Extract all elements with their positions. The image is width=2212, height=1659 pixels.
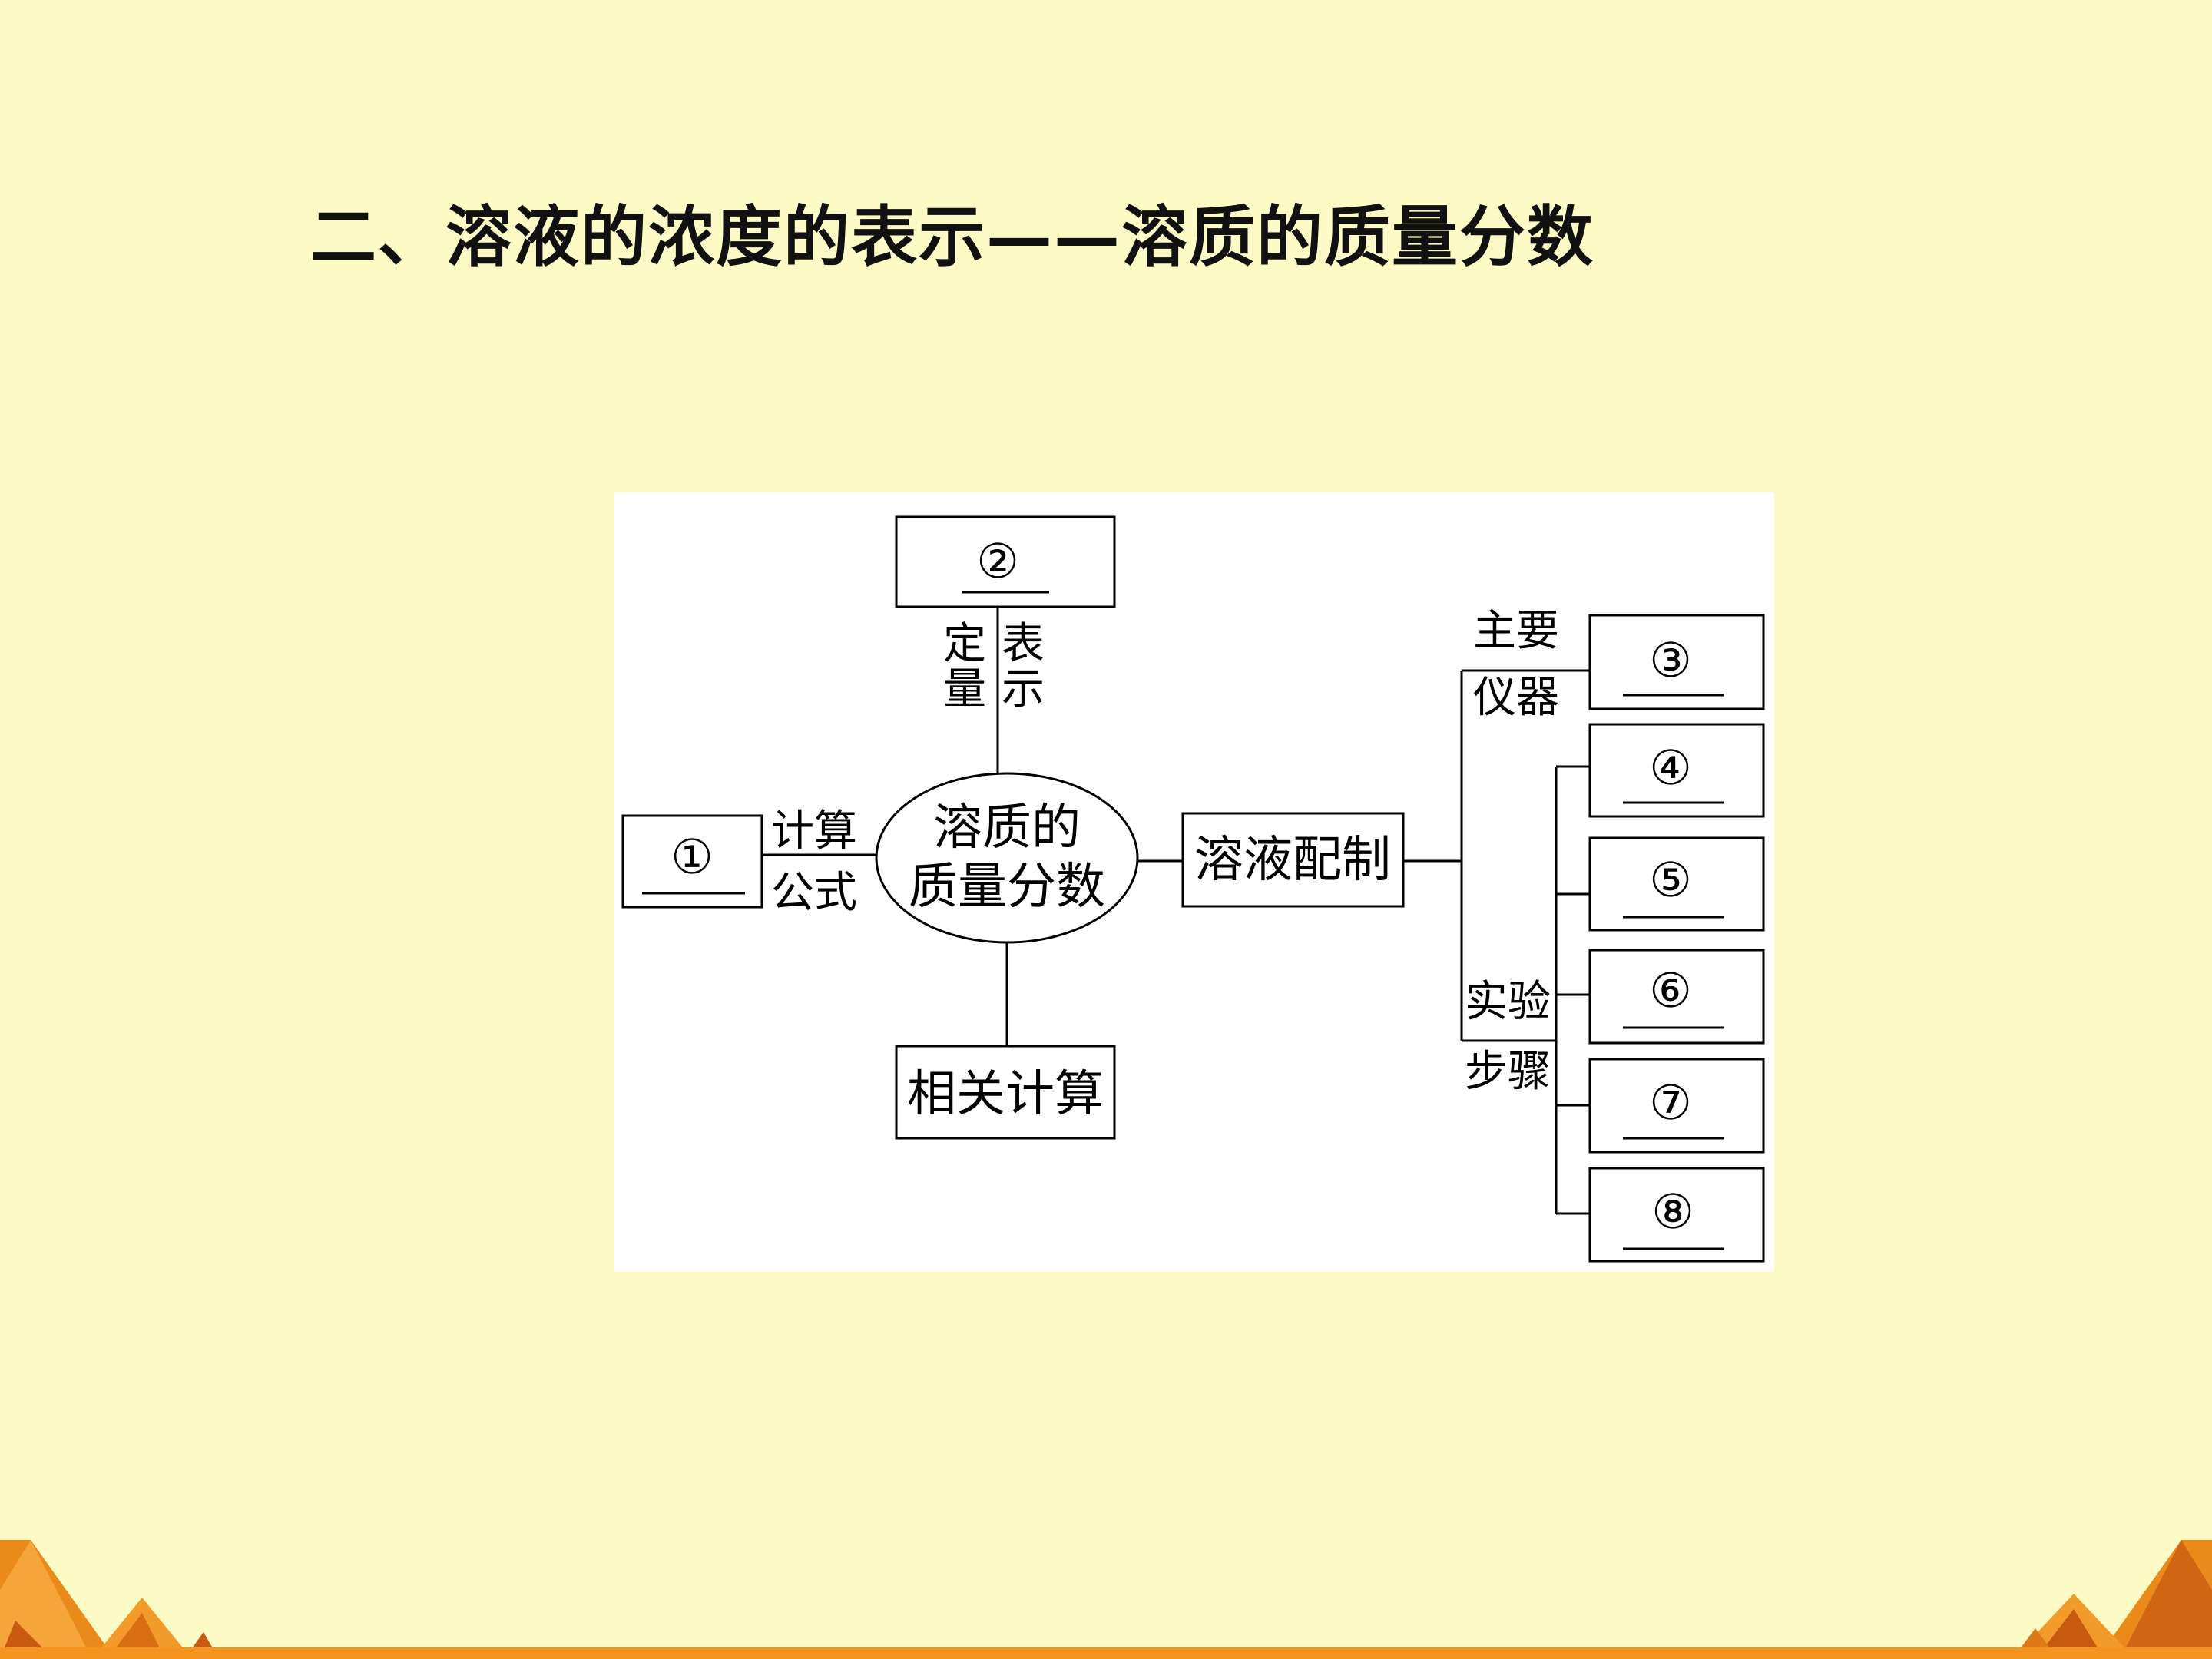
- center-node: [875, 772, 1139, 944]
- prep-box-label: 溶液配制: [1194, 832, 1391, 889]
- bottom-bar: [0, 1647, 2212, 1659]
- blank-box-5: [1588, 836, 1765, 932]
- instruments-label-2: 仪器: [1473, 673, 1559, 723]
- concept-map-panel: ② 定 量 表 示 ① 计算 公式 溶质的 质量分数 溶液配制 相关计算 主要 …: [614, 492, 1774, 1271]
- blank-2-number: ②: [976, 533, 1019, 589]
- instruments-label-1: 主要: [1473, 606, 1559, 656]
- edge-label-show-2: 示: [1002, 664, 1045, 714]
- blank-3-number: ③: [1649, 632, 1692, 688]
- steps-label-2: 步骤: [1465, 1047, 1551, 1097]
- blank-box-1: [621, 814, 763, 909]
- edge-label-quant-2: 量: [943, 664, 986, 714]
- blank-box-3: [1588, 614, 1765, 710]
- blank-1-number: ①: [671, 829, 714, 885]
- blank-box-4: [1588, 723, 1765, 818]
- slide-title: 二、溶液的浓度的表示——溶质的质量分数: [310, 198, 1594, 276]
- blank-6-number: ⑥: [1649, 962, 1692, 1018]
- corner-triangle-right-4: [2035, 1609, 2104, 1659]
- corner-triangle-right-2: [2120, 1540, 2212, 1659]
- blank-7-number: ⑦: [1649, 1075, 1692, 1131]
- concept-map: ② 定 量 表 示 ① 计算 公式 溶质的 质量分数 溶液配制 相关计算 主要 …: [621, 515, 1765, 1263]
- edge-label-formula-2: 公式: [771, 868, 857, 918]
- center-node-line-1: 溶质的: [933, 800, 1081, 856]
- blank-box-8: [1588, 1167, 1765, 1263]
- steps-label-1: 实验: [1465, 977, 1551, 1027]
- edge-label-show-1: 表: [1002, 619, 1045, 669]
- center-node-line-2: 质量分数: [909, 859, 1105, 916]
- edge-label-quant-1: 定: [943, 619, 986, 669]
- calc-box-label: 相关计算: [907, 1066, 1104, 1123]
- blank-4-number: ④: [1649, 740, 1692, 796]
- blank-box-7: [1588, 1058, 1765, 1154]
- blank-8-number: ⑧: [1651, 1184, 1694, 1240]
- prep-box: [1181, 812, 1405, 908]
- calc-box: [895, 1045, 1116, 1140]
- blank-5-number: ⑤: [1649, 852, 1692, 908]
- edge-label-formula-1: 计算: [771, 806, 857, 856]
